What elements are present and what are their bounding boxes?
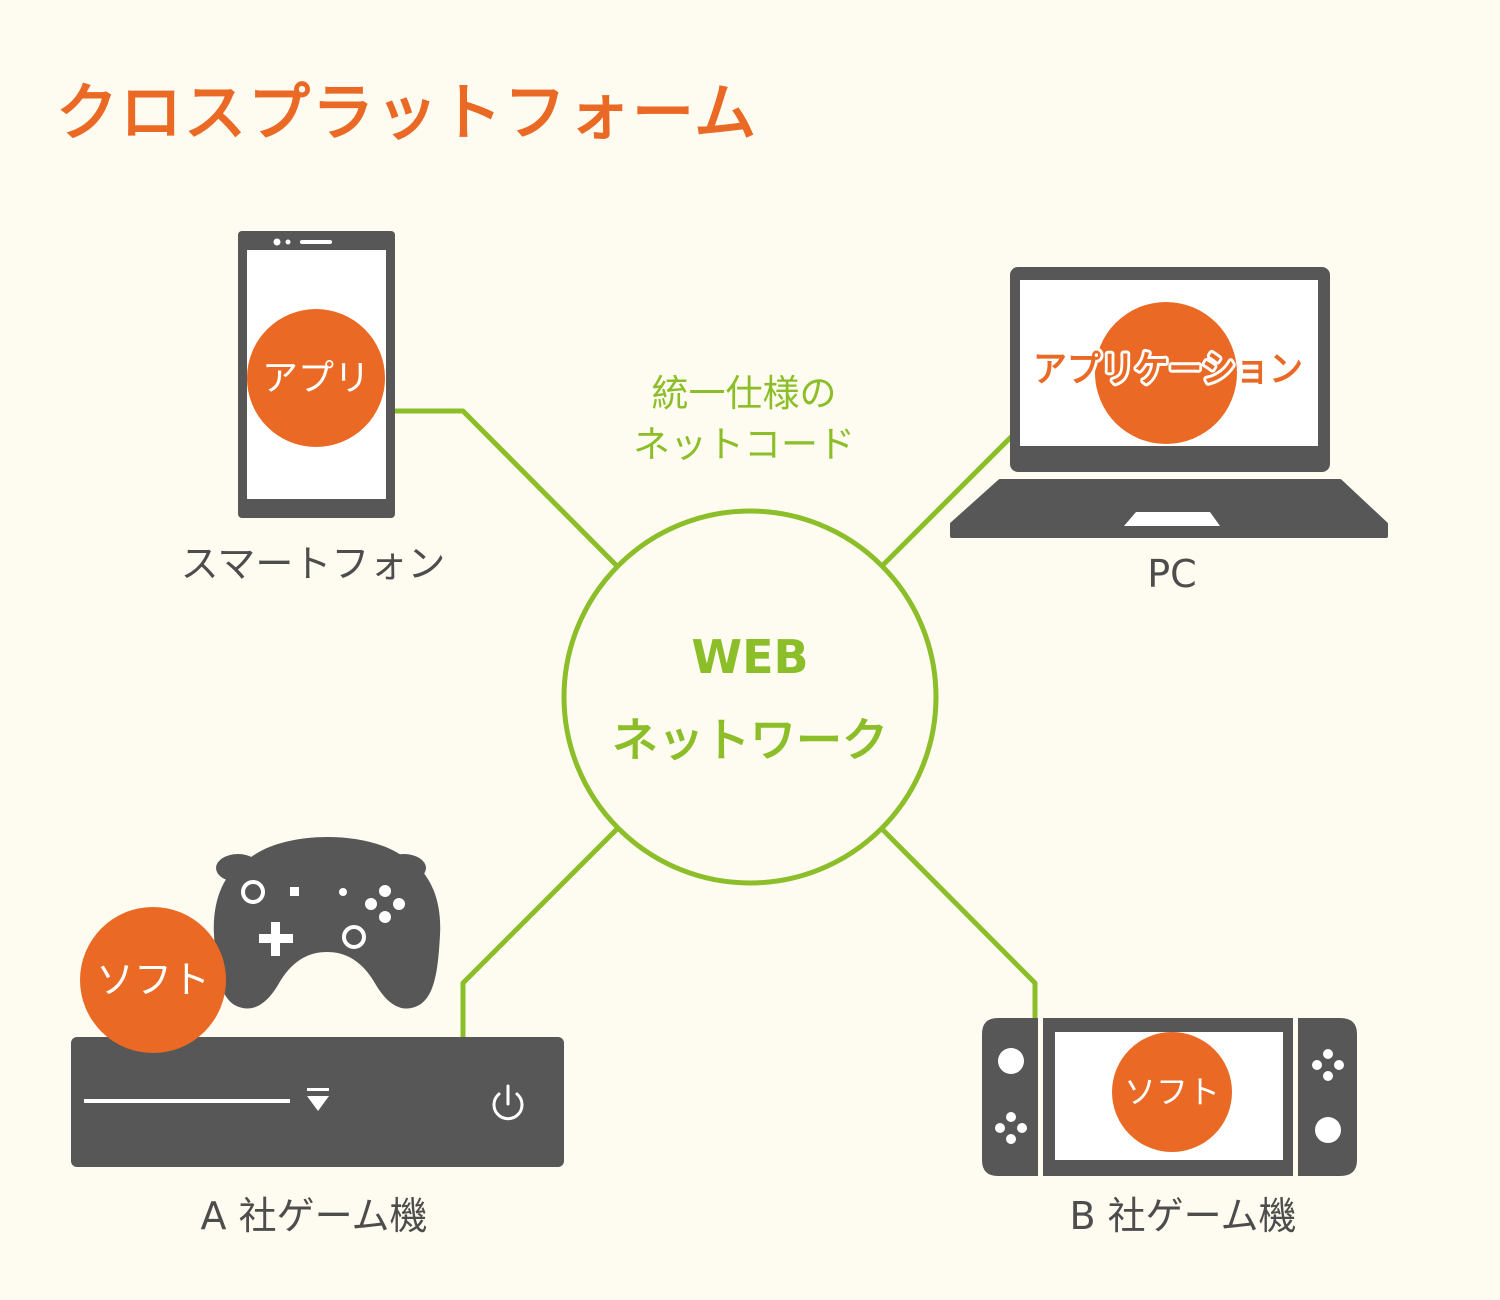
application-badge: [1095, 302, 1237, 444]
touchpad-icon: [1124, 512, 1220, 526]
gamepad-icon: [213, 837, 441, 1009]
application-badge-label: アプリケーション: [1033, 349, 1303, 390]
pc-device: アプリケーション: [950, 267, 1388, 538]
web-network-node: WEB ネットワーク: [561, 508, 939, 886]
soft-badge-b: [1112, 1032, 1232, 1152]
smartphone-device: アプリ: [238, 231, 395, 518]
console-b-label: B 社ゲーム機: [1069, 1194, 1296, 1238]
page-title: クロスプラットフォーム: [56, 76, 759, 149]
speaker-icon: [300, 240, 332, 244]
console-a-device: ソフト: [71, 837, 564, 1167]
app-badge: [247, 309, 385, 447]
network-code-label: 統一仕様の ネットコード: [633, 372, 855, 466]
right-stick-icon: [1315, 1117, 1341, 1143]
connector-lines: [395, 408, 1038, 1040]
console-b-device: ソフト: [982, 1018, 1357, 1176]
connector-console-b: [880, 827, 1038, 1018]
soft-badge-a: [80, 907, 226, 1053]
camera-icon: [273, 238, 281, 246]
web-label: WEB: [691, 630, 808, 684]
smartphone-label: スマートフォン: [181, 542, 446, 586]
power-icon: [492, 1084, 524, 1121]
face-buttons-icon: [1312, 1049, 1344, 1081]
disc-slot: [84, 1099, 290, 1103]
connector-console-a: [460, 827, 619, 1040]
pc-label: PC: [1147, 552, 1196, 596]
connector-pc: [880, 434, 1014, 568]
network-code-line2: ネットコード: [633, 423, 855, 466]
network-label: ネットワーク: [612, 713, 888, 767]
eject-icon: [307, 1088, 329, 1111]
soft-badge-a-label: ソフト: [96, 958, 210, 1002]
app-badge-label: アプリ: [262, 358, 370, 399]
connector-smartphone: [395, 408, 619, 568]
dpad-icon: [995, 1112, 1027, 1144]
console-a-label: A 社ゲーム機: [201, 1194, 428, 1238]
left-stick-icon: [998, 1048, 1024, 1074]
network-code-line1: 統一仕様の: [652, 372, 837, 415]
soft-badge-b-label: ソフト: [1124, 1073, 1220, 1111]
